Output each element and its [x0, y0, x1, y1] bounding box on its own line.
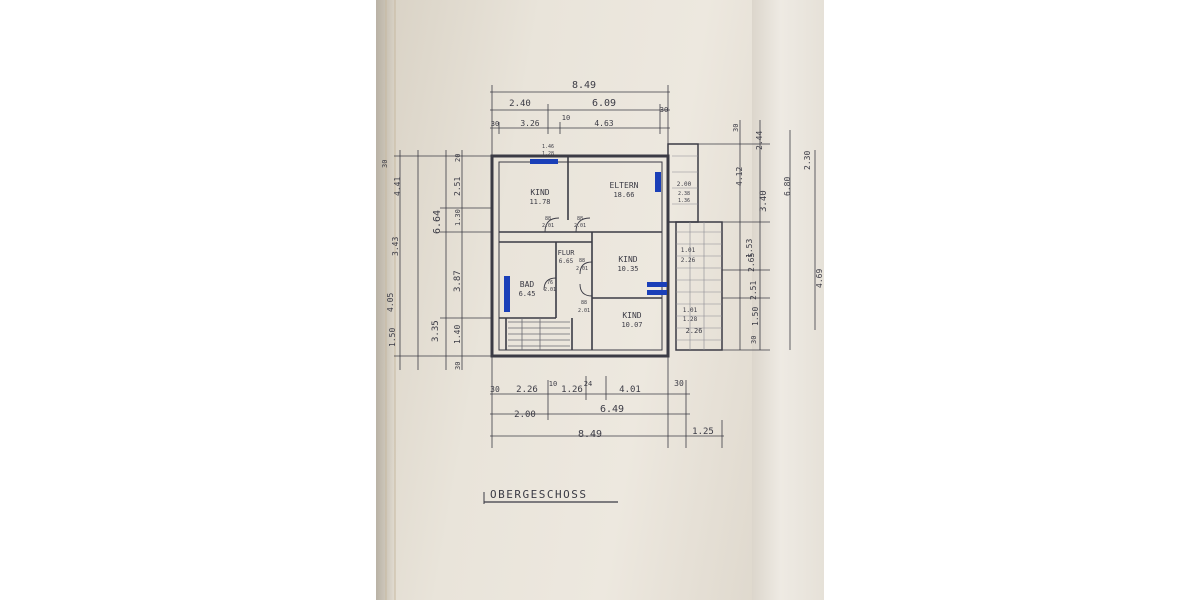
- dim-right-inner: 2.65: [747, 253, 756, 272]
- dim-bottom-1: 30: [490, 385, 500, 394]
- door-height: 2.01: [576, 266, 588, 272]
- dimension-lines: [394, 85, 816, 448]
- dim-top-upper: 2.40: [509, 99, 531, 109]
- dim-bottom-1: 4.01: [619, 385, 641, 395]
- dim-left-outer: 4.41: [393, 177, 402, 196]
- dim-top-lower: 30: [660, 106, 668, 114]
- room-area: 18.66: [613, 191, 634, 199]
- dim-right-inner: 1.50: [751, 307, 760, 326]
- room-area: 11.78: [529, 198, 550, 206]
- blue-marker: [530, 159, 558, 164]
- blue-markers: [504, 159, 667, 312]
- room-area: 6.65: [559, 258, 574, 265]
- room-name: KIND: [622, 311, 641, 320]
- dim-bottom-1: 10: [549, 380, 557, 388]
- dim-bottom-3: 1.25: [692, 427, 714, 437]
- interior-walls: [499, 156, 662, 350]
- dim-bottom-1: 30: [674, 379, 684, 388]
- dim-bottom-2: 6.49: [600, 404, 624, 415]
- room-area: 10.07: [621, 321, 642, 329]
- blue-marker: [655, 172, 661, 192]
- dim-left-inner: 1.40: [453, 325, 462, 344]
- room-name: ELTERN: [610, 181, 639, 190]
- dim-right-mid: 2.44: [755, 131, 764, 150]
- door-height: 2.01: [574, 223, 586, 229]
- balcony-hatch: [672, 155, 722, 350]
- door-height: 2.01: [578, 308, 590, 314]
- window-label: 2.00: [677, 181, 692, 188]
- dim-top-lower: 10: [562, 114, 570, 122]
- dim-left-inner: 30: [454, 362, 462, 370]
- dim-left-outer: 4.05: [386, 293, 395, 312]
- dim-right-mid: 30: [732, 124, 740, 132]
- blue-marker: [647, 290, 667, 295]
- dim-left-outer: 3.43: [391, 237, 400, 256]
- dim-bottom-1: 1.26: [561, 385, 583, 395]
- room-name: KIND: [618, 255, 637, 264]
- dim-bottom-3: 8.49: [578, 429, 602, 440]
- room-name: BAD: [520, 280, 535, 289]
- dim-left-inner: 20: [454, 154, 462, 162]
- room-name: FLUR: [558, 249, 576, 257]
- window-label: 1.36: [678, 198, 690, 204]
- door-width: 88: [581, 300, 587, 306]
- window-label: 2.26: [686, 327, 703, 335]
- room-area: 6.45: [519, 290, 536, 298]
- window-label: 1.46: [542, 144, 554, 150]
- dim-top-upper: 6.09: [592, 98, 616, 109]
- dim-right-inner: 4.12: [735, 167, 744, 186]
- window-label: 1.28: [683, 316, 698, 323]
- dim-right-mid: 3.40: [759, 190, 769, 212]
- dim-left-inner: 2.51: [453, 177, 462, 196]
- dim-top-lower: 30: [491, 120, 499, 128]
- door-height: 2.01: [542, 223, 554, 229]
- blue-marker: [647, 282, 667, 287]
- door-width: 76: [547, 280, 553, 286]
- window-label: 1.01: [681, 247, 696, 254]
- dim-right-outer: 2.30: [803, 151, 812, 170]
- dim-bottom-1: 24: [584, 380, 592, 388]
- dim-right-inner: 2.51: [749, 281, 758, 300]
- dim-right-inner: 30: [750, 336, 758, 344]
- stair-steps: [508, 318, 570, 350]
- room-area: 10.35: [617, 265, 638, 273]
- dim-left-mid: 3.35: [431, 320, 441, 342]
- dim-top-overall: 8.49: [572, 80, 596, 91]
- door-width: 88: [545, 216, 551, 222]
- dim-left-outer: 1.50: [388, 328, 397, 347]
- dim-left-mid: 6.64: [432, 210, 443, 234]
- door-width: 88: [577, 216, 583, 222]
- dim-right-outer: 6.80: [783, 177, 792, 196]
- window-label: 2.38: [678, 191, 690, 197]
- paper-photo: [376, 0, 824, 600]
- window-label: 2.26: [681, 257, 696, 264]
- second-page: [752, 0, 824, 600]
- door-swings: [543, 217, 593, 297]
- window-label: 1.28: [542, 151, 554, 157]
- dim-top-lower: 4.63: [594, 119, 613, 128]
- dim-right-outer: 4.69: [815, 269, 824, 288]
- dim-left-inner: 3.87: [453, 270, 463, 292]
- dim-left-outer: 30: [381, 160, 389, 168]
- door-height: 2.01: [544, 287, 556, 293]
- door-width: 88: [579, 258, 585, 264]
- blue-marker: [504, 276, 510, 312]
- window-label: 1.01: [683, 307, 698, 314]
- dim-right-mid: 1.53: [745, 239, 754, 258]
- plan-title: OBERGESCHOSS: [490, 488, 587, 501]
- dim-bottom-2: 2.00: [514, 410, 536, 420]
- dim-top-lower: 3.26: [520, 119, 539, 128]
- room-name: KIND: [530, 188, 549, 197]
- dim-bottom-1: 2.26: [516, 385, 538, 395]
- outer-walls: [490, 143, 723, 358]
- dim-left-inner: 1.30: [454, 209, 462, 226]
